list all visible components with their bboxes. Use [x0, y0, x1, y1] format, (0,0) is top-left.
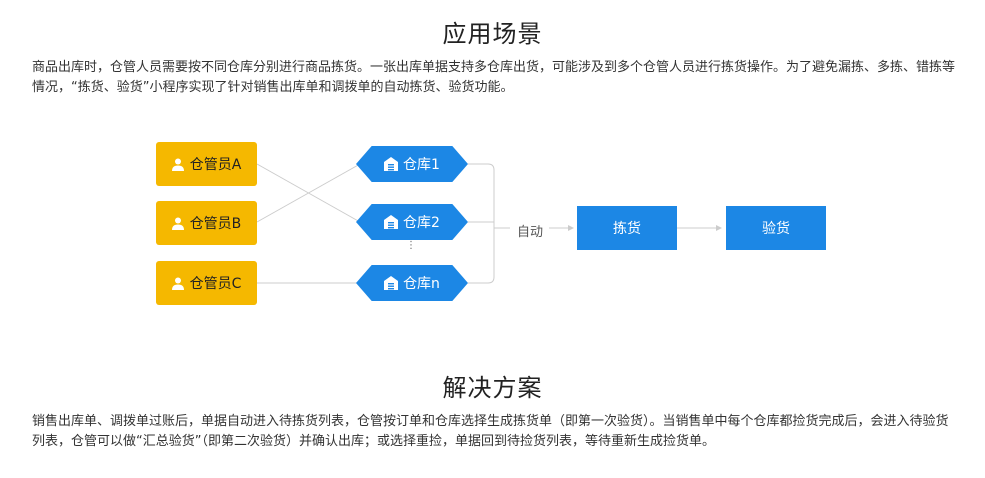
solution-paragraph: 销售出库单、调拨单过账后，单据自动进入待拣货列表，仓管按订单和仓库选择生成拣货单…	[32, 414, 949, 449]
staff-node-c: 仓管员C	[156, 261, 257, 305]
step-check: 验货	[726, 206, 826, 250]
user-icon	[171, 217, 184, 230]
staff-node-a: 仓管员A	[156, 142, 257, 186]
connector-a-to-2	[256, 163, 361, 223]
section-title-scenario: 应用场景	[442, 20, 543, 48]
warehouse-label: 仓库2	[403, 215, 440, 231]
warehouse-ellipsis: ⋮	[406, 240, 416, 251]
arrowhead-check	[716, 225, 722, 231]
staff-label: 仓管员C	[189, 276, 242, 292]
user-icon	[171, 277, 184, 290]
staff-label: 仓管员B	[189, 216, 242, 232]
arrowhead-pick	[568, 225, 574, 231]
step-check-label: 验货	[762, 221, 790, 237]
auto-label: 自动	[517, 225, 544, 240]
staff-node-b: 仓管员B	[156, 201, 257, 245]
warehouse-icon	[384, 157, 399, 171]
warehouse-node-n: 仓库n	[356, 265, 468, 301]
step-pick-label: 拣货	[613, 221, 641, 237]
warehouse-node-2: 仓库2	[356, 204, 468, 240]
step-pick: 拣货	[577, 206, 677, 250]
warehouse-bracket	[468, 163, 495, 284]
user-icon	[171, 158, 184, 171]
scenario-paragraph: 商品出库时，仓管人员需要按不同仓库分别进行商品拣货。一张出库单据支持多仓库出货，…	[32, 60, 956, 95]
section-title-solution: 解决方案	[442, 374, 543, 402]
warehouse-label: 仓库n	[403, 276, 440, 292]
staff-label: 仓管员A	[189, 157, 242, 173]
warehouse-node-1: 仓库1	[356, 146, 468, 182]
warehouse-icon	[384, 215, 399, 229]
warehouse-icon	[384, 276, 399, 290]
warehouse-label: 仓库1	[403, 157, 440, 173]
connector-b-to-1	[256, 163, 361, 223]
